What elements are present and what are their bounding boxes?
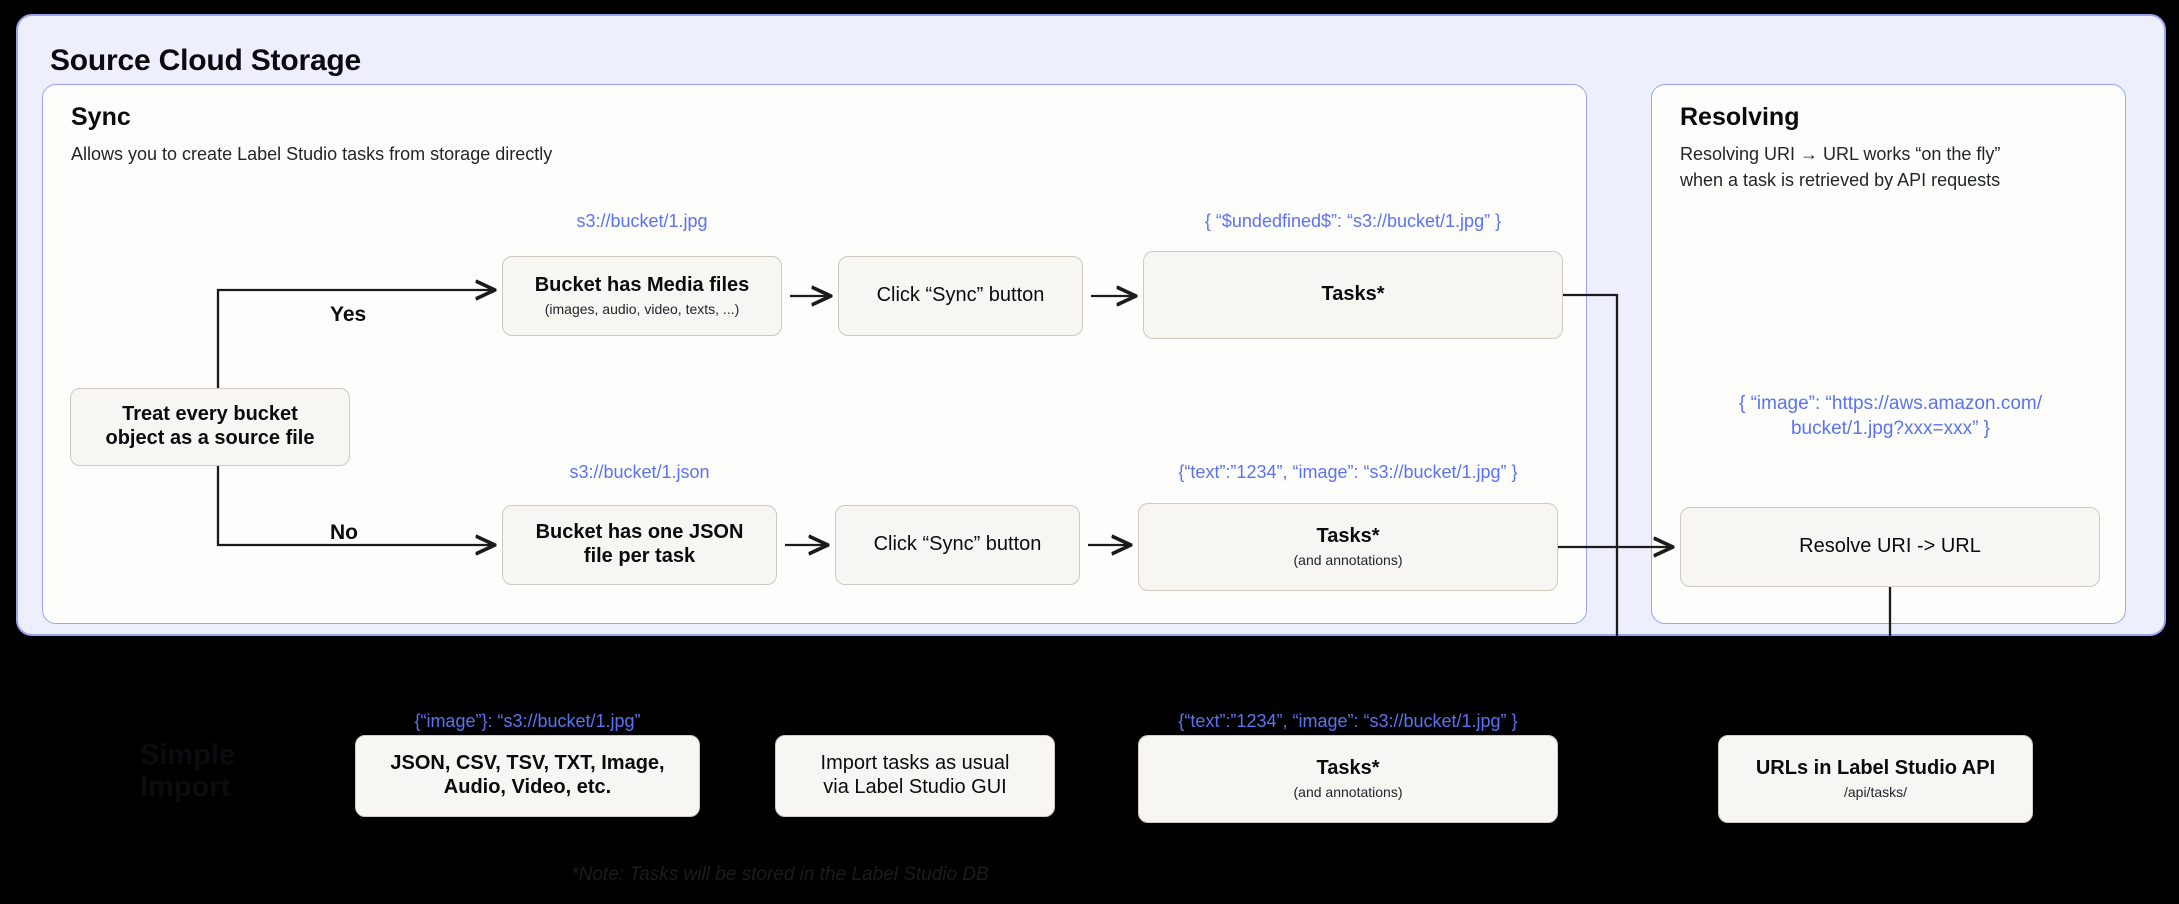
annotation-s3-json: s3://bucket/1.json <box>569 462 710 482</box>
box-bucket-has-one-json-file[interactable]: Bucket has one JSON file per task <box>502 505 777 585</box>
box-media-subtitle: (images, audio, video, texts, ...) <box>544 300 740 317</box>
annotation-image-s3-bottom: {“image”}: “s3://bucket/1.jpg” <box>414 711 641 731</box>
annotation-text-image-json: {“text”:”1234”, “image”: “s3://bucket/1.… <box>1178 462 1518 482</box>
box-formats-title: JSON, CSV, TSV, TXT, Image, Audio, Video… <box>390 752 665 798</box>
annotation-s3-jpg: s3://bucket/1.jpg <box>576 211 708 231</box>
annotation-text-image-bottom: {“text”:”1234”, “image”: “s3://bucket/1.… <box>1178 711 1518 731</box>
box-tasks-media-title: Tasks* <box>1321 283 1385 306</box>
footnote: *Note: Tasks will be stored in the Label… <box>571 864 989 885</box>
box-supported-formats[interactable]: JSON, CSV, TSV, TXT, Image, Audio, Video… <box>355 735 700 817</box>
box-json-title: Bucket has one JSON file per task <box>535 521 744 567</box>
box-import-title: Import tasks as usual via Label Studio G… <box>820 752 1010 798</box>
box-resolve-label: Resolve URI -> URL <box>1799 535 1981 558</box>
box-click-sync-label-2: Click “Sync” button <box>873 533 1042 556</box>
box-tasks-bottom[interactable]: Tasks* (and annotations) <box>1138 735 1558 823</box>
box-tasks-json[interactable]: Tasks* (and annotations) <box>1138 503 1558 591</box>
box-tasks-bottom-subtitle: (and annotations) <box>1293 783 1403 800</box>
box-bucket-has-media-files[interactable]: Bucket has Media files (images, audio, v… <box>502 256 782 336</box>
box-click-sync-button-media[interactable]: Click “Sync” button <box>838 256 1083 336</box>
branch-label-no: No <box>330 521 358 544</box>
decision-box-treat-bucket-object[interactable]: Treat every bucket object as a source fi… <box>70 388 350 466</box>
sync-card-subtitle: Allows you to create Label Studio tasks … <box>71 144 553 164</box>
box-urls-subtitle: /api/tasks/ <box>1843 783 1908 800</box>
box-import-tasks-gui[interactable]: Import tasks as usual via Label Studio G… <box>775 735 1055 817</box>
box-tasks-json-title: Tasks* <box>1316 525 1380 548</box>
box-tasks-json-subtitle: (and annotations) <box>1293 551 1403 568</box>
box-tasks-bottom-title: Tasks* <box>1316 757 1380 780</box>
annotation-resolved-url: { “image”: “https://aws.amazon.com/ buck… <box>1738 393 2043 439</box>
page-title: Source Cloud Storage <box>50 44 362 77</box>
decision-box-label: Treat every bucket object as a source fi… <box>105 403 315 449</box>
box-resolve-uri-to-url[interactable]: Resolve URI -> URL <box>1680 507 2100 587</box>
annotation-undefined-key: { “$undedfined$”: “s3://bucket/1.jpg” } <box>1204 211 1502 231</box>
box-click-sync-label-1: Click “Sync” button <box>876 284 1045 307</box>
box-urls-title: URLs in Label Studio API <box>1755 757 1996 780</box>
sync-card-title: Sync <box>71 103 131 131</box>
box-urls-in-label-studio-api[interactable]: URLs in Label Studio API /api/tasks/ <box>1718 735 2033 823</box>
box-media-title: Bucket has Media files <box>534 274 750 297</box>
ghost-label-simple-import: Simple Import <box>140 739 236 803</box>
branch-label-yes: Yes <box>330 303 367 326</box>
resolving-card-subtitle: Resolving URI → URL works “on the fly” w… <box>1680 144 2001 191</box>
resolving-card-title: Resolving <box>1680 103 1800 131</box>
box-click-sync-button-json[interactable]: Click “Sync” button <box>835 505 1080 585</box>
box-tasks-media[interactable]: Tasks* <box>1143 251 1563 339</box>
